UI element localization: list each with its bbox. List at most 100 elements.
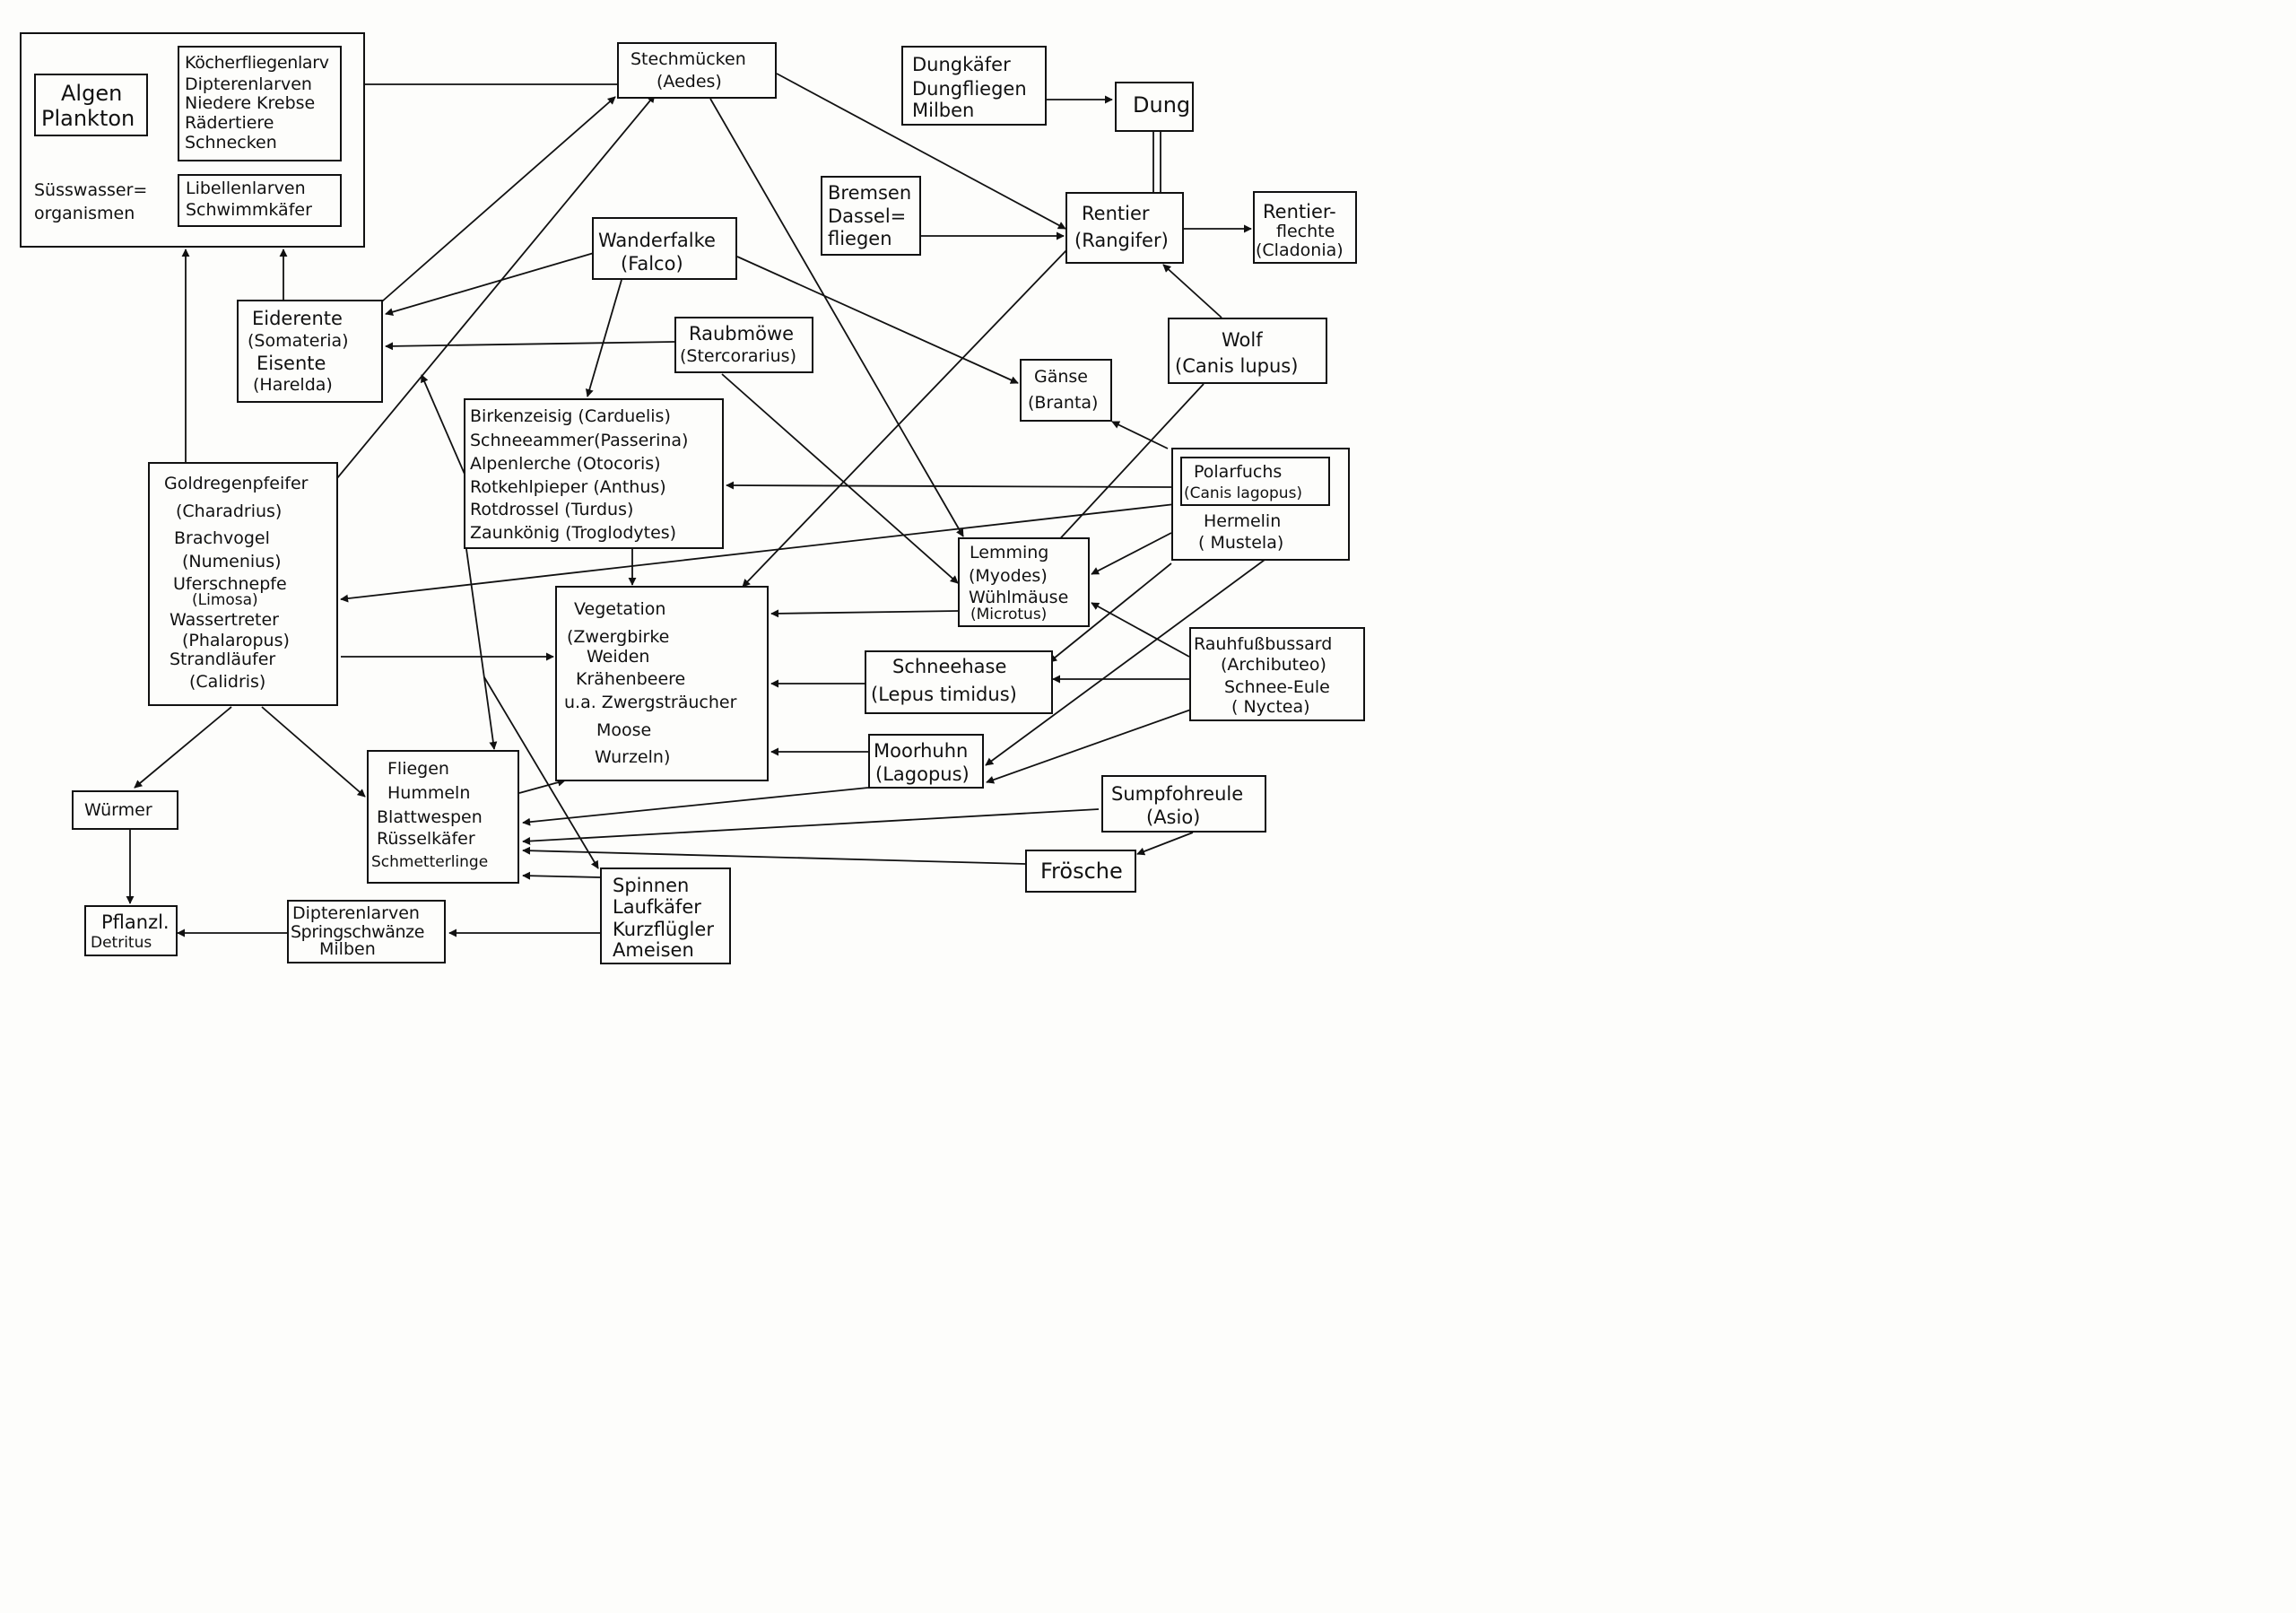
label-uferschnepfe: Uferschnepfe: [173, 574, 287, 594]
arrow-moorhuhn-to-fliegen: [522, 787, 869, 826]
spinnen-box: [600, 868, 731, 964]
label-dassel: Dassel=: [828, 205, 907, 227]
stechmuecken-box: [617, 42, 777, 99]
koecher-box: [178, 46, 342, 161]
label-fliegen: Fliegen: [387, 759, 449, 779]
arrow-sumpfohreule-to-froesche: [1136, 832, 1194, 856]
label-algen: Algen: [61, 81, 123, 106]
label-wurzeln: Wurzeln): [595, 747, 671, 767]
arrow-eiderente-to-stechmuecken: [381, 96, 616, 302]
froesche-box: [1025, 850, 1136, 893]
label-dungfliegen: Dungfliegen: [912, 78, 1027, 100]
label-fliegen-b: fliegen: [828, 228, 892, 249]
label-eisente: Eisente: [257, 353, 326, 374]
label-suesswasser: Süsswasser=: [34, 180, 148, 200]
goldregenpfeifer-box: [148, 462, 338, 706]
wolf-box: [1168, 318, 1327, 384]
label-dungkaefer: Dungkäfer: [912, 54, 1011, 75]
arrow-goldregen-to-stechmuecken: [336, 94, 656, 479]
label-charadrius: (Charadrius): [176, 501, 283, 521]
label-microtus: (Microtus): [970, 606, 1048, 623]
label-wuehlmaeuse: Wühlmäuse: [969, 588, 1069, 607]
label-falco: (Falco): [621, 253, 683, 275]
label-rotdrossel: Rotdrossel (Turdus): [470, 500, 634, 519]
label-schneeammer: Schneeammer(Passerina): [470, 431, 689, 450]
label-zwergstraeucher: u.a. Zwergsträucher: [564, 693, 737, 712]
libellen-box: [178, 174, 342, 227]
label-lemming: Lemming: [970, 543, 1049, 562]
label-archibuteo: (Archibuteo): [1221, 655, 1326, 675]
arrow-wanderfalke-to-eiderente: [385, 252, 595, 317]
arrow-hermelin-to-moorhuhn: [985, 559, 1265, 766]
label-weiden: Weiden: [587, 647, 650, 667]
label-raedertiere: Rädertiere: [185, 113, 274, 133]
arrow-fliegen-to-eiderente: [421, 374, 467, 479]
label-hermelin: Hermelin: [1204, 511, 1282, 531]
food-web-arrows: [126, 73, 1265, 937]
label-rentier-flechte-b: flechte: [1276, 222, 1335, 241]
arrow-sumpfohreule-to-fliegen: [522, 808, 1100, 846]
label-pflanzl: Pflanzl.: [101, 911, 170, 933]
label-wuermer: Würmer: [84, 800, 152, 820]
label-schnecken: Schnecken: [185, 133, 277, 153]
dung-box: [1115, 82, 1194, 132]
label-stercorarius: (Stercorarius): [680, 346, 796, 366]
label-blattwespen: Blattwespen: [377, 807, 483, 827]
label-mustela: ( Mustela): [1198, 533, 1284, 553]
label-ruesselkaefer: Rüsselkäfer: [377, 829, 475, 849]
label-moose: Moose: [596, 720, 652, 740]
arrow-polarfuchs-to-gaense: [1111, 421, 1169, 449]
label-harelda: (Harelda): [253, 375, 333, 395]
label-dung: Dung: [1133, 92, 1191, 118]
fliegen-box: [367, 750, 519, 884]
arrow-stechmuecken-to-rentier: [776, 73, 1066, 230]
arrow-raubmoewe-to-lemming: [721, 373, 959, 584]
label-laufkaefer: Laufkäfer: [613, 896, 701, 918]
label-zwergbirke: (Zwergbirke: [567, 627, 670, 647]
label-strandlaeufer: Strandläufer: [170, 650, 276, 669]
label-wassertreter: Wassertreter: [170, 610, 279, 630]
label-koecherfliegenlarv: Köcherfliegenlarv: [185, 53, 329, 73]
arrow-stechmuecken-to-lemming: [709, 98, 964, 537]
label-canis-lupus: (Canis lupus): [1175, 355, 1299, 377]
label-numenius: (Numenius): [182, 552, 282, 571]
birkenzeisig-box: [464, 398, 724, 549]
wanderfalke-box: [592, 217, 737, 280]
label-canis-lagopus: (Canis lagopus): [1184, 484, 1303, 502]
schneehase-box: [865, 650, 1053, 714]
label-rentier-flechte-a: Rentier-: [1263, 201, 1336, 222]
label-wolf: Wolf: [1222, 329, 1263, 351]
algen-box: [34, 74, 148, 136]
label-libellenlarven: Libellenlarven: [186, 179, 306, 198]
label-gaense: Gänse: [1034, 367, 1088, 387]
rentierflechte-box: [1253, 191, 1357, 264]
moorhuhn-box: [868, 734, 984, 789]
arrow-birkenzeisig-to-fliegen: [465, 548, 498, 750]
label-raubmoewe: Raubmöwe: [689, 323, 795, 344]
label-dipterenlarven: Dipterenlarven: [185, 74, 312, 94]
food-web-diagram: Algen Plankton Köcherfliegenlarv Diptere…: [0, 0, 1406, 987]
rentier-box: [1065, 192, 1184, 264]
rauhfuss-box: [1189, 627, 1365, 721]
label-wanderfalke: Wanderfalke: [598, 230, 716, 251]
arrow-wolf-to-lemming: [1053, 383, 1205, 546]
label-moorhuhn: Moorhuhn: [874, 740, 969, 762]
label-schneehase: Schneehase: [892, 656, 1007, 677]
arrow-spinnen-to-fliegen: [522, 871, 601, 880]
arrow-goldregen-to-fliegen: [261, 706, 366, 798]
arrow-froesche-to-fliegen: [522, 846, 1026, 865]
arrow-wanderfalke-to-birkenzeisig: [585, 279, 622, 397]
label-springschwaenze: Springschwänze: [291, 922, 424, 942]
label-limosa: (Limosa): [192, 591, 258, 609]
arrow-polarfuchs-to-lemming: [1091, 532, 1172, 575]
label-stechmuecken: Stechmücken: [631, 49, 746, 69]
label-organismen: organismen: [34, 204, 135, 223]
label-froesche: Frösche: [1040, 859, 1123, 884]
raubmoewe-box: [674, 317, 813, 373]
polarfuchs-box: [1180, 457, 1330, 506]
label-kurzfluegler: Kurzflügler: [613, 919, 714, 940]
arrow-polarfuchs-to-goldregen: [340, 503, 1176, 603]
label-lagopus: (Lagopus): [875, 763, 970, 785]
label-bremsen: Bremsen: [828, 182, 912, 204]
label-sumpfohreule: Sumpfohreule: [1111, 783, 1244, 805]
